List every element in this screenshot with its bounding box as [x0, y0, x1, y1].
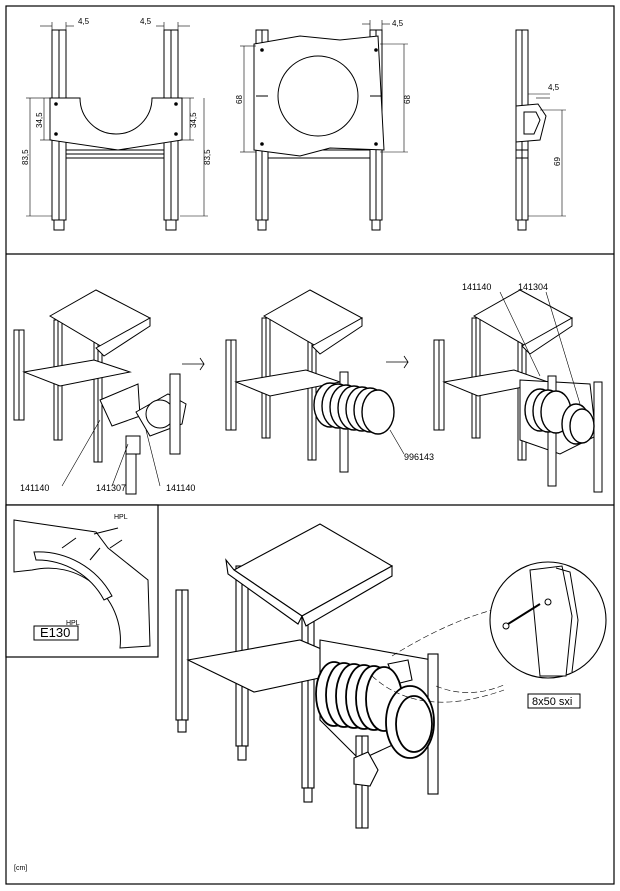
step-1-drawing — [13, 289, 187, 495]
part-label-3: 141140 — [166, 483, 195, 493]
tunnel-step-3 — [524, 388, 595, 445]
step-3-drawing — [433, 289, 603, 493]
side-view-drawing — [515, 29, 547, 231]
screw-label-box — [527, 693, 581, 709]
back-view-drawing — [253, 29, 385, 231]
part-label-5: 141140 — [462, 282, 491, 292]
front-dim-right-inner: 34,5 — [189, 112, 198, 128]
main-tunnel — [315, 661, 435, 759]
side-view-dimensions — [528, 93, 566, 217]
inset-code-sup: HPL — [66, 620, 80, 627]
back-dim-left: 68 — [235, 95, 244, 104]
unit-label: [cm] — [14, 865, 27, 872]
inset-code: E130 — [40, 625, 70, 640]
back-dim-top: 4,5 — [392, 19, 404, 28]
main-assembly-drawing — [175, 523, 439, 829]
front-dim-left-inner: 34,5 — [35, 112, 44, 128]
part-label-4: 996143 — [404, 452, 434, 462]
part-label-1: 141140 — [20, 483, 49, 493]
front-view-drawing — [49, 29, 183, 231]
screw-label: 8x50 sxi — [532, 696, 572, 708]
detail-callout-lines — [371, 607, 507, 703]
inset-code-box — [33, 625, 79, 641]
outer-frame — [5, 5, 615, 885]
front-view-dimensions — [26, 22, 208, 217]
front-dim-top-left: 4,5 — [78, 17, 90, 26]
side-dim-height: 69 — [553, 157, 562, 166]
part-label-2: 141307 — [96, 483, 126, 493]
panel2-leader-lines — [61, 291, 581, 487]
front-dim-right-outer: 83,5 — [203, 149, 212, 165]
inset-material: HPL — [114, 514, 128, 521]
part-label-6: 141304 — [518, 282, 548, 292]
back-view-dimensions — [240, 20, 408, 153]
screw-detail-view — [489, 561, 607, 679]
step-2-drawing — [225, 289, 364, 473]
front-dim-top-right: 4,5 — [140, 17, 152, 26]
tunnel-step-2 — [313, 382, 395, 435]
front-dim-left-outer: 83,5 — [21, 149, 30, 165]
inset-roof-panel — [13, 519, 151, 649]
arrow-1 — [182, 357, 205, 371]
side-dim-handle: 4,5 — [548, 83, 560, 92]
back-dim-right: 68 — [403, 95, 412, 104]
arrow-2 — [386, 355, 409, 369]
